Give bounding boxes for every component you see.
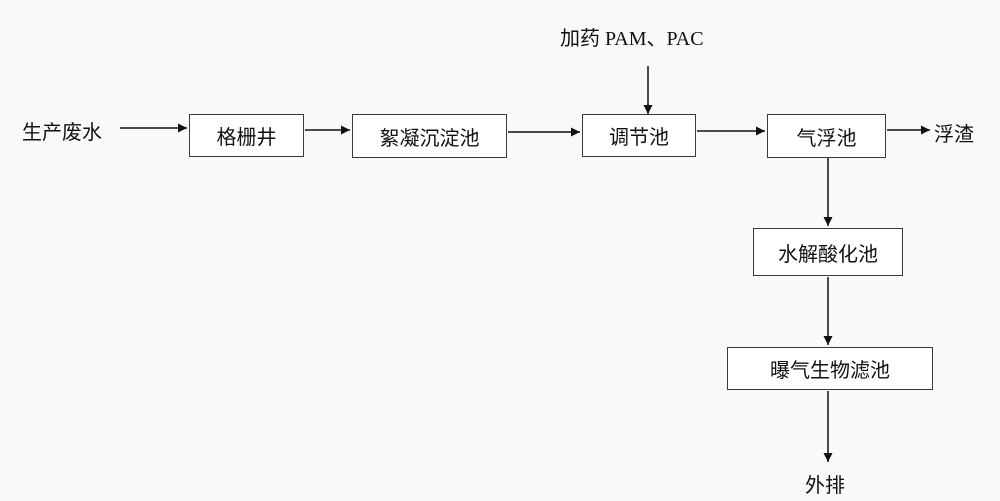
node-flocculation-tank: 絮凝沉淀池	[352, 114, 507, 158]
scum-label: 浮渣	[934, 122, 974, 146]
discharge-label: 外排	[805, 473, 845, 497]
node-regulating-tank: 调节池	[582, 114, 696, 157]
node-grating-well: 格栅井	[189, 114, 304, 157]
node-air-flotation-tank: 气浮池	[767, 114, 886, 158]
input-label: 生产废水	[22, 120, 102, 144]
node-hydrolysis-tank: 水解酸化池	[753, 228, 903, 276]
node-biofilter: 曝气生物滤池	[727, 347, 933, 390]
dosing-label: 加药 PAM、PAC	[560, 28, 704, 50]
